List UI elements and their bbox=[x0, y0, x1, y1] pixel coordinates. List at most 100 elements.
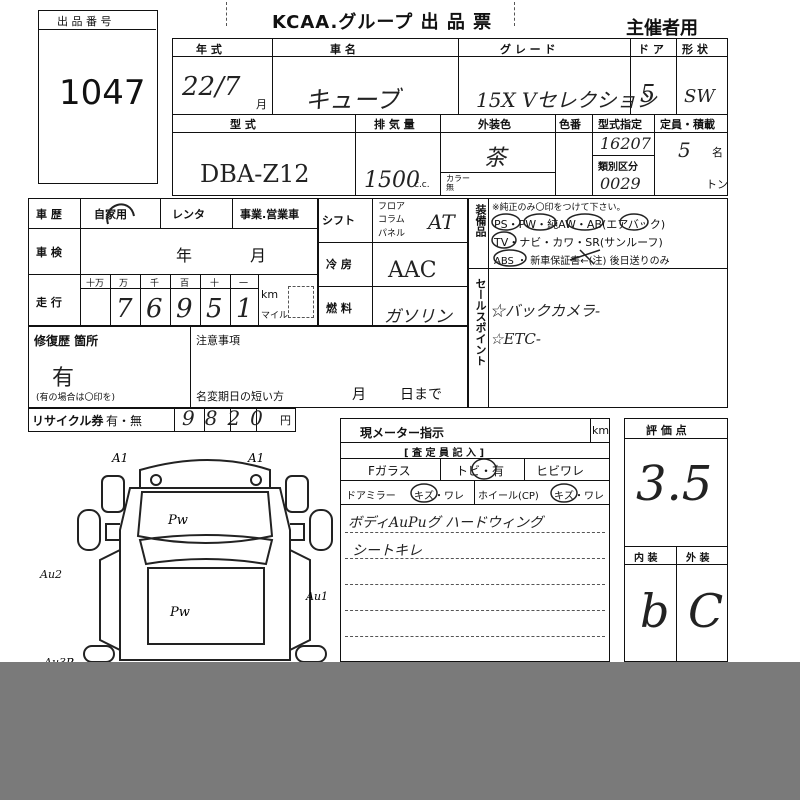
mileage-digit-1: 1 bbox=[236, 294, 253, 324]
obscured-region bbox=[0, 662, 800, 800]
mark-a1-left: A1 bbox=[111, 451, 128, 465]
mark-pw-roof: Pw bbox=[169, 605, 190, 620]
score-value: 3.5 bbox=[636, 456, 713, 512]
car-name-label: 車 名 bbox=[330, 43, 356, 56]
recycle-table bbox=[28, 408, 296, 432]
type-designation-value: 16207 bbox=[600, 134, 651, 153]
wheel-label: ホイール(CP) bbox=[478, 491, 539, 502]
grade-value: 15X Vセレクション bbox=[476, 88, 657, 112]
score-label: 評 価 点 bbox=[646, 424, 687, 437]
meter-remark-2: シートキレ bbox=[352, 543, 422, 559]
car-damage-diagram: A1 A1 Pw Pw Au2 Au1 Au3P bbox=[70, 451, 333, 662]
deadline-month: 月 bbox=[352, 387, 366, 403]
mark-au1: Au1 bbox=[305, 590, 328, 603]
model-label: 型 式 bbox=[230, 118, 256, 131]
history-label: 車 歴 bbox=[36, 208, 62, 221]
inspector-label: [ 査 定 員 記 入 ] bbox=[404, 448, 485, 459]
mileage-digit-1k: 6 bbox=[146, 294, 163, 324]
capacity-label: 定員・積載 bbox=[660, 118, 715, 131]
meter-km: km bbox=[592, 424, 610, 437]
mark-pw-hood: Pw bbox=[167, 513, 188, 528]
f-glass-label: Fガラス bbox=[368, 464, 411, 478]
repair-table bbox=[28, 326, 468, 408]
equipment-circle-marks bbox=[491, 213, 649, 267]
category-label: 類別区分 bbox=[598, 162, 638, 173]
recycle-amount: 9820 bbox=[182, 406, 273, 430]
category-value: 0029 bbox=[600, 174, 641, 193]
grade-label: グ レ ー ド bbox=[500, 43, 556, 56]
deadline-label: 名変期日の短い方 bbox=[196, 390, 284, 403]
equipment-line-3: ABS ・ 新車保証書←(注) 後日送りのみ bbox=[494, 256, 670, 267]
hibiware-label: ヒビワレ bbox=[536, 464, 585, 478]
digit-header-1k: 千 bbox=[150, 279, 160, 289]
digit-header-100k: 十万 bbox=[86, 279, 105, 289]
sales-point-2: ☆ETC- bbox=[490, 330, 541, 348]
meter-circle-marks bbox=[410, 458, 578, 503]
recycle-label: リサイクル券 bbox=[32, 414, 104, 428]
vehicle-info-table bbox=[172, 38, 728, 196]
shape-value: SW bbox=[684, 86, 715, 107]
shift-option-floor: フロア bbox=[378, 202, 406, 212]
tobi-label: トビ・有 bbox=[456, 464, 505, 478]
equipment-table bbox=[468, 198, 728, 408]
capacity-unit: 名 bbox=[712, 146, 723, 159]
year-label: 年 式 bbox=[196, 43, 222, 56]
mileage-digit-10k: 7 bbox=[116, 294, 133, 324]
exterior-label: 外 装 bbox=[686, 553, 710, 564]
door-mirror-damage: キズ・ワレ bbox=[414, 491, 464, 502]
capacity-value: 5 bbox=[678, 138, 691, 162]
displacement-value: 1500 bbox=[364, 168, 420, 193]
displacement-label: 排 気 量 bbox=[374, 118, 415, 131]
door-value: 5 bbox=[640, 80, 656, 108]
mileage-digit-100: 9 bbox=[176, 294, 193, 324]
ac-label: 冷 房 bbox=[326, 258, 352, 271]
ton-unit: トン bbox=[706, 178, 728, 191]
shift-value: AT bbox=[428, 210, 455, 234]
history-rental: レンタ bbox=[172, 208, 205, 221]
meter-table bbox=[340, 418, 610, 662]
cc-unit: c.c. bbox=[414, 180, 430, 190]
ac-value: AAC bbox=[388, 258, 437, 283]
mark-au3p: Au3P bbox=[70, 656, 74, 662]
transmission-table bbox=[318, 198, 468, 326]
exterior-color-value: 茶 bbox=[484, 146, 507, 171]
lot-number-value: 1047 bbox=[59, 73, 146, 113]
sales-point-1: ☆バックカメラ- bbox=[490, 302, 601, 320]
color-number-label: 色番 bbox=[559, 118, 581, 131]
mileage-label: 走 行 bbox=[36, 296, 62, 309]
door-label: ド ア bbox=[638, 43, 664, 56]
organizer-label: 主催者用 bbox=[626, 18, 698, 39]
exterior-color-label: 外装色 bbox=[478, 118, 511, 131]
fuel-label: 燃 料 bbox=[326, 302, 352, 315]
mile-unit: マイル bbox=[261, 311, 289, 321]
meter-label: 現メーター指示 bbox=[360, 426, 445, 440]
shift-option-column: コラム bbox=[378, 215, 405, 225]
mileage-digit-10: 5 bbox=[206, 294, 223, 324]
history-circle-mark bbox=[106, 203, 135, 225]
lot-number-box: 出 品 番 号 1047 bbox=[38, 10, 158, 184]
history-commercial: 事業.営業車 bbox=[240, 208, 300, 221]
repair-history-hint: (有の場合は〇印を) bbox=[36, 393, 116, 403]
exterior-value: C bbox=[688, 584, 724, 638]
deadline-day: 日まで bbox=[400, 387, 442, 403]
shift-label: シフト bbox=[322, 214, 355, 227]
model-value: DBA-Z12 bbox=[200, 160, 310, 188]
repair-history-value: 有 bbox=[52, 366, 75, 391]
equipment-label: 装備品 bbox=[474, 204, 487, 237]
history-table bbox=[28, 198, 318, 326]
digit-header-100: 百 bbox=[180, 279, 190, 289]
fuel-value: ガソリン bbox=[384, 307, 452, 327]
recycle-yen: 円 bbox=[280, 414, 291, 427]
recycle-choice: 有・無 bbox=[106, 414, 143, 428]
shape-label: 形 状 bbox=[682, 43, 708, 56]
type-designation-label: 型式指定 bbox=[598, 118, 642, 131]
wheel-damage: キズ・ワレ bbox=[554, 491, 604, 502]
inspection-label: 車 検 bbox=[36, 246, 62, 259]
color-sub-label: カラー 無 bbox=[446, 174, 470, 192]
auction-title: KCAA.グループ 出 品 票 bbox=[272, 12, 493, 33]
equipment-note: ※純正のみ〇印をつけて下さい。 bbox=[492, 203, 626, 213]
digit-header-10: 十 bbox=[210, 279, 220, 289]
month-suffix: 月 bbox=[256, 98, 267, 111]
door-mirror-label: ドアミラー bbox=[346, 491, 396, 502]
inspection-year-unit: 年 bbox=[176, 246, 193, 265]
